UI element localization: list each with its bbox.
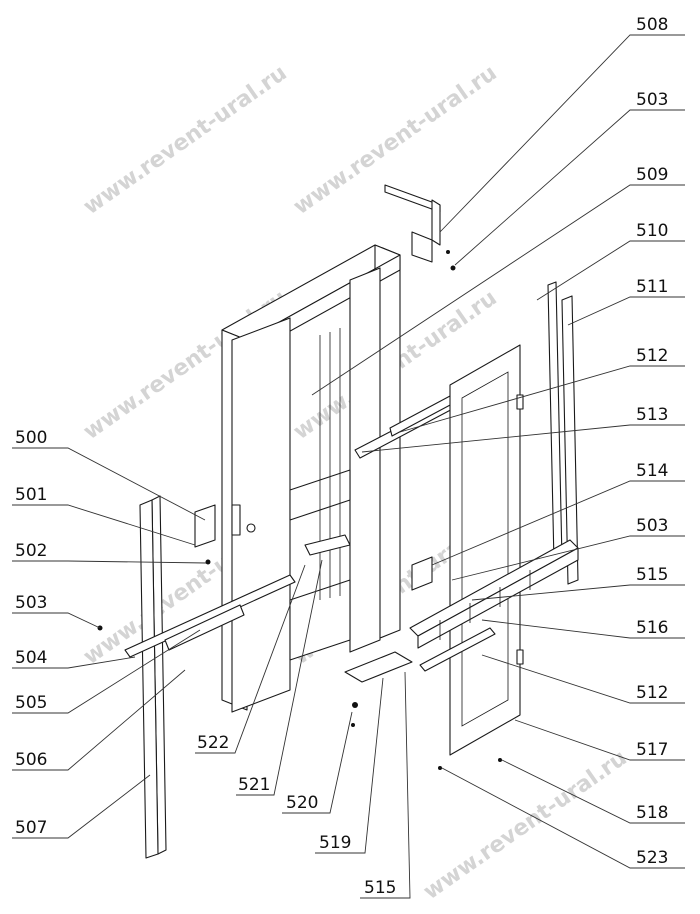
label-512: 512 [636,683,668,703]
label-504: 504 [15,648,47,668]
label-521: 521 [238,775,270,795]
rail-left [124,574,296,658]
top-bracket [384,184,456,271]
watermark: www.revent-ural.ru [79,61,292,220]
label-506: 506 [15,750,47,770]
labels-right: 508 503 509 510 511 512 513 514 503 515 … [636,15,668,868]
label-503: 503 [636,90,668,110]
main-frame [221,244,401,713]
rack [409,539,579,649]
label-518: 518 [636,803,668,823]
labels-left: 500 501 502 503 504 505 506 507 [15,428,47,838]
label-515: 515 [364,878,396,898]
label-512: 512 [636,346,668,366]
label-503: 503 [636,516,668,536]
label-517: 517 [636,740,668,760]
glass-door [449,344,524,756]
label-509: 509 [636,165,668,185]
leaders [12,34,685,899]
watermark: www.revent-ural.ru [419,746,632,905]
label-501: 501 [15,485,47,505]
label-523: 523 [636,848,668,868]
label-502: 502 [15,541,47,561]
label-516: 516 [636,618,668,638]
label-510: 510 [636,221,668,241]
label-511: 511 [636,277,668,297]
label-513: 513 [636,405,668,425]
label-514: 514 [636,461,668,481]
label-515: 515 [636,565,668,585]
right-profile [547,281,563,564]
label-519: 519 [319,833,351,853]
hinge-500 [194,504,216,548]
left-profile-flange [139,499,159,859]
bottom-plate [344,651,413,683]
handle-521 [304,534,351,556]
label-500: 500 [15,428,47,448]
hinge-514 [411,556,433,591]
label-503: 503 [15,593,47,613]
label-505: 505 [15,693,47,713]
label-507: 507 [15,818,47,838]
rail-left-slider [164,604,245,651]
right-profile [561,295,579,585]
label-508: 508 [636,15,668,35]
label-522: 522 [197,733,229,753]
label-520: 520 [286,793,318,813]
labels-bottom: 522 521 520 519 515 [197,733,396,898]
rail-lower [419,627,496,672]
